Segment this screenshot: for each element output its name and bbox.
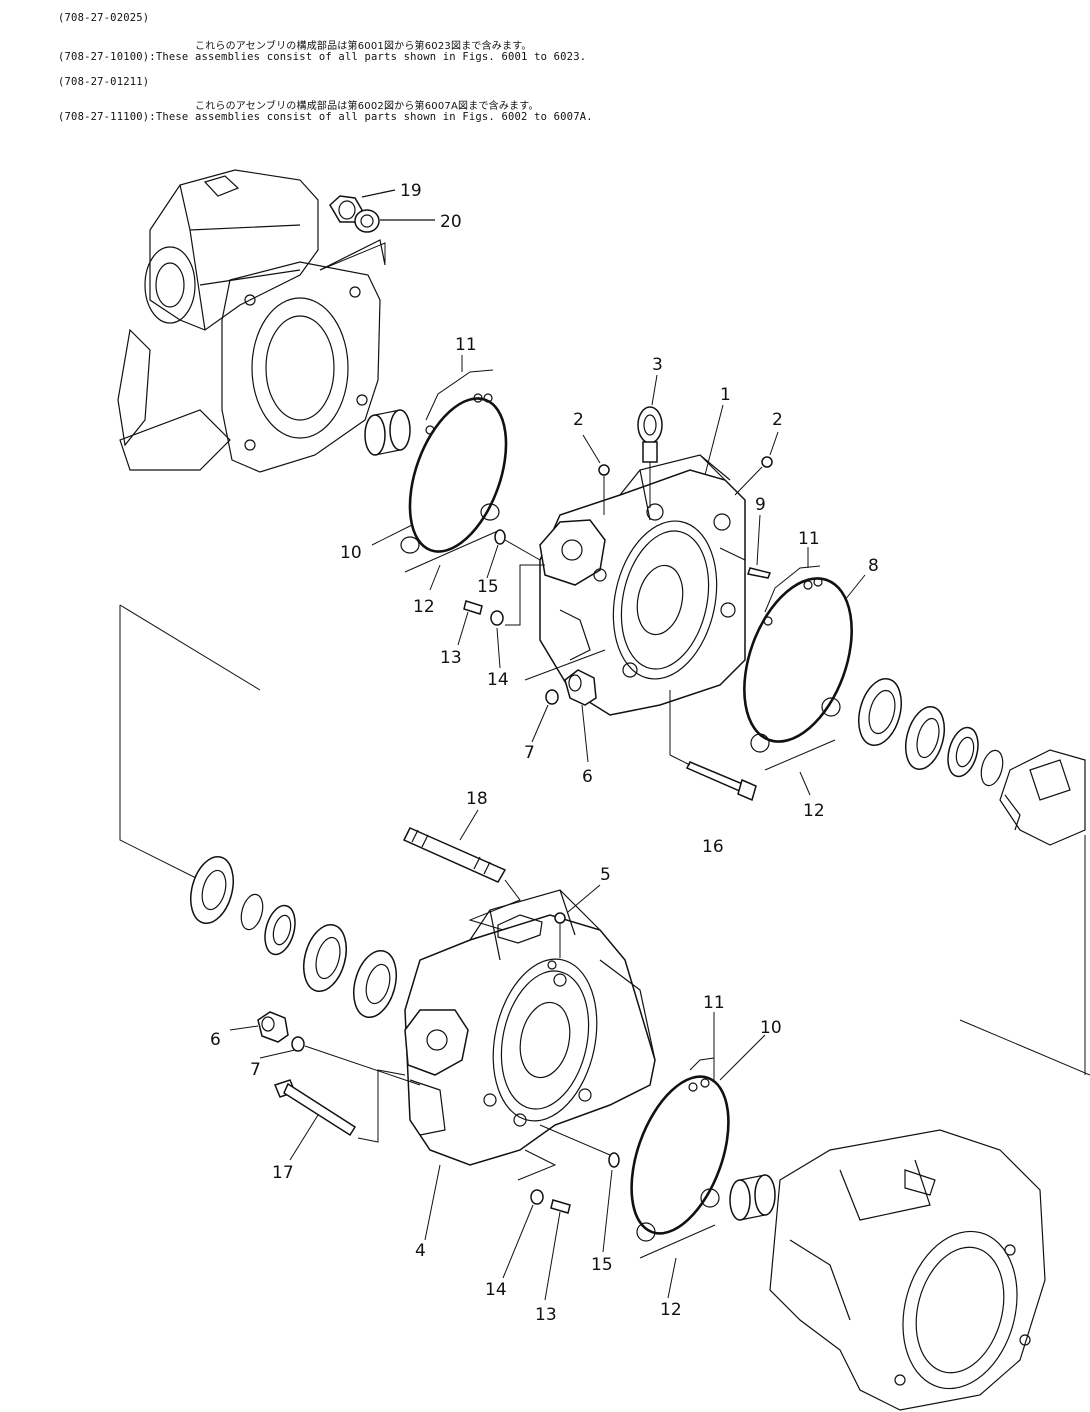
shaft-seal-left-2 [264, 904, 296, 956]
shaft-seal-right-1 [858, 678, 902, 746]
header-note-jp-2: これらのアセンブリの構成部品は第6002図から第6007A図まで含みます。 [195, 101, 539, 112]
stud-18 [402, 827, 521, 936]
callout-7-lower: 7 [250, 1060, 261, 1080]
callout-6-upper: 6 [582, 767, 593, 787]
callout-11-upper: 11 [455, 335, 477, 355]
callout-2-left: 2 [573, 410, 584, 430]
callout-B: 8 [868, 556, 879, 576]
o-ring-set-12-lower [636, 1188, 720, 1259]
pin-9 [719, 547, 772, 579]
callout-13-lower: 13 [535, 1305, 557, 1325]
callout-20: 20 [440, 212, 462, 232]
shaft-seal-left-3 [353, 950, 397, 1018]
o-ring-set-11-right [763, 565, 823, 626]
o-ring-set-12-upper [400, 503, 501, 573]
o-ring-14-lower [530, 1189, 544, 1205]
drive-housing-lower [769, 1129, 1046, 1411]
callout-11-lower: 11 [703, 993, 725, 1013]
plug-6-lower [257, 1011, 289, 1043]
o-ring-14-upper [490, 610, 504, 626]
callout-7-upper: 7 [524, 743, 535, 763]
callout-18: 18 [466, 789, 488, 809]
pump-case-1 [539, 454, 746, 716]
callout-12-upper: 12 [413, 597, 435, 617]
callout-17: 17 [272, 1163, 294, 1183]
bolt-16 [669, 690, 757, 802]
plug-15-upper [494, 529, 541, 561]
header-note-text-1: These assemblies consist of all parts sh… [155, 51, 587, 63]
callout-4: 4 [415, 1241, 426, 1261]
header-part-range-1: (708-27-02025) [58, 12, 150, 24]
callout-3: 3 [652, 355, 663, 375]
callout-1: 1 [720, 385, 731, 405]
bushing-upper [364, 409, 411, 456]
bearing-right [904, 705, 946, 771]
plug-8 [547, 960, 557, 970]
plug-6-upper [564, 669, 597, 706]
callout-14-upper: 14 [487, 670, 509, 690]
callout-11-right: 11 [798, 529, 820, 549]
callout-15-lower: 15 [591, 1255, 613, 1275]
callout-5: 5 [600, 865, 611, 885]
snap-ring-right [980, 749, 1004, 787]
plug-2-left [598, 464, 610, 515]
header-note-en-1: (708-27-10100):These assemblies consist … [58, 51, 586, 63]
o-ring-B [743, 577, 853, 743]
header-note-jp-1: これらのアセンブリの構成部品は第6001図から第6023図まで含みます。 [195, 41, 532, 52]
upper-pump-housing [117, 169, 386, 473]
plug-2-right [734, 456, 773, 496]
callout-10-lower: 10 [760, 1018, 782, 1038]
o-ring-7-lower [291, 1036, 305, 1052]
shaft-seal-left-1 [190, 856, 234, 924]
snap-ring-left [240, 893, 264, 931]
o-ring-set-12-right [750, 697, 841, 771]
nut-19 [329, 195, 363, 223]
pin-13-lower [550, 1199, 571, 1214]
callout-13-upper: 13 [440, 648, 462, 668]
gear-housing-right [999, 749, 1086, 846]
header-part-range-2: (708-27-01211) [58, 76, 150, 88]
header-part-number-1: (708-27-10100): [58, 51, 156, 63]
plug-15-lower [539, 1124, 620, 1168]
o-ring-set-11-lower [688, 1057, 715, 1092]
callout-6-lower: 6 [210, 1030, 221, 1050]
pump-case-4 [404, 889, 656, 1166]
callout-10-upper: 10 [340, 543, 362, 563]
callout-19: 19 [400, 181, 422, 201]
callout-12-lower: 12 [660, 1300, 682, 1320]
o-ring-10-lower [630, 1075, 730, 1235]
bushing-lower [729, 1174, 776, 1221]
pin-13-upper [463, 600, 483, 615]
callout-15-upper: 15 [477, 577, 499, 597]
header-part-number-2: (708-27-11100): [58, 111, 156, 123]
header-note-en-2: (708-27-11100):These assemblies consist … [58, 111, 593, 123]
callout-2-right: 2 [772, 410, 783, 430]
washer-20 [354, 209, 380, 233]
o-ring-10-upper [408, 397, 508, 553]
eye-bolt-3 [637, 406, 663, 508]
callout-14-lower: 14 [485, 1280, 507, 1300]
callout-9: 9 [755, 495, 766, 515]
callout-16: 16 [702, 837, 724, 857]
o-ring-set-11-upper [425, 369, 494, 435]
header-note-text-2: These assemblies consist of all parts sh… [155, 111, 593, 123]
o-ring-7-upper [545, 689, 559, 705]
bearing-left [303, 924, 347, 992]
shaft-seal-right-2 [947, 726, 979, 778]
callout-12-right: 12 [803, 801, 825, 821]
plug-5 [554, 912, 566, 958]
bolt-17 [273, 1069, 406, 1143]
